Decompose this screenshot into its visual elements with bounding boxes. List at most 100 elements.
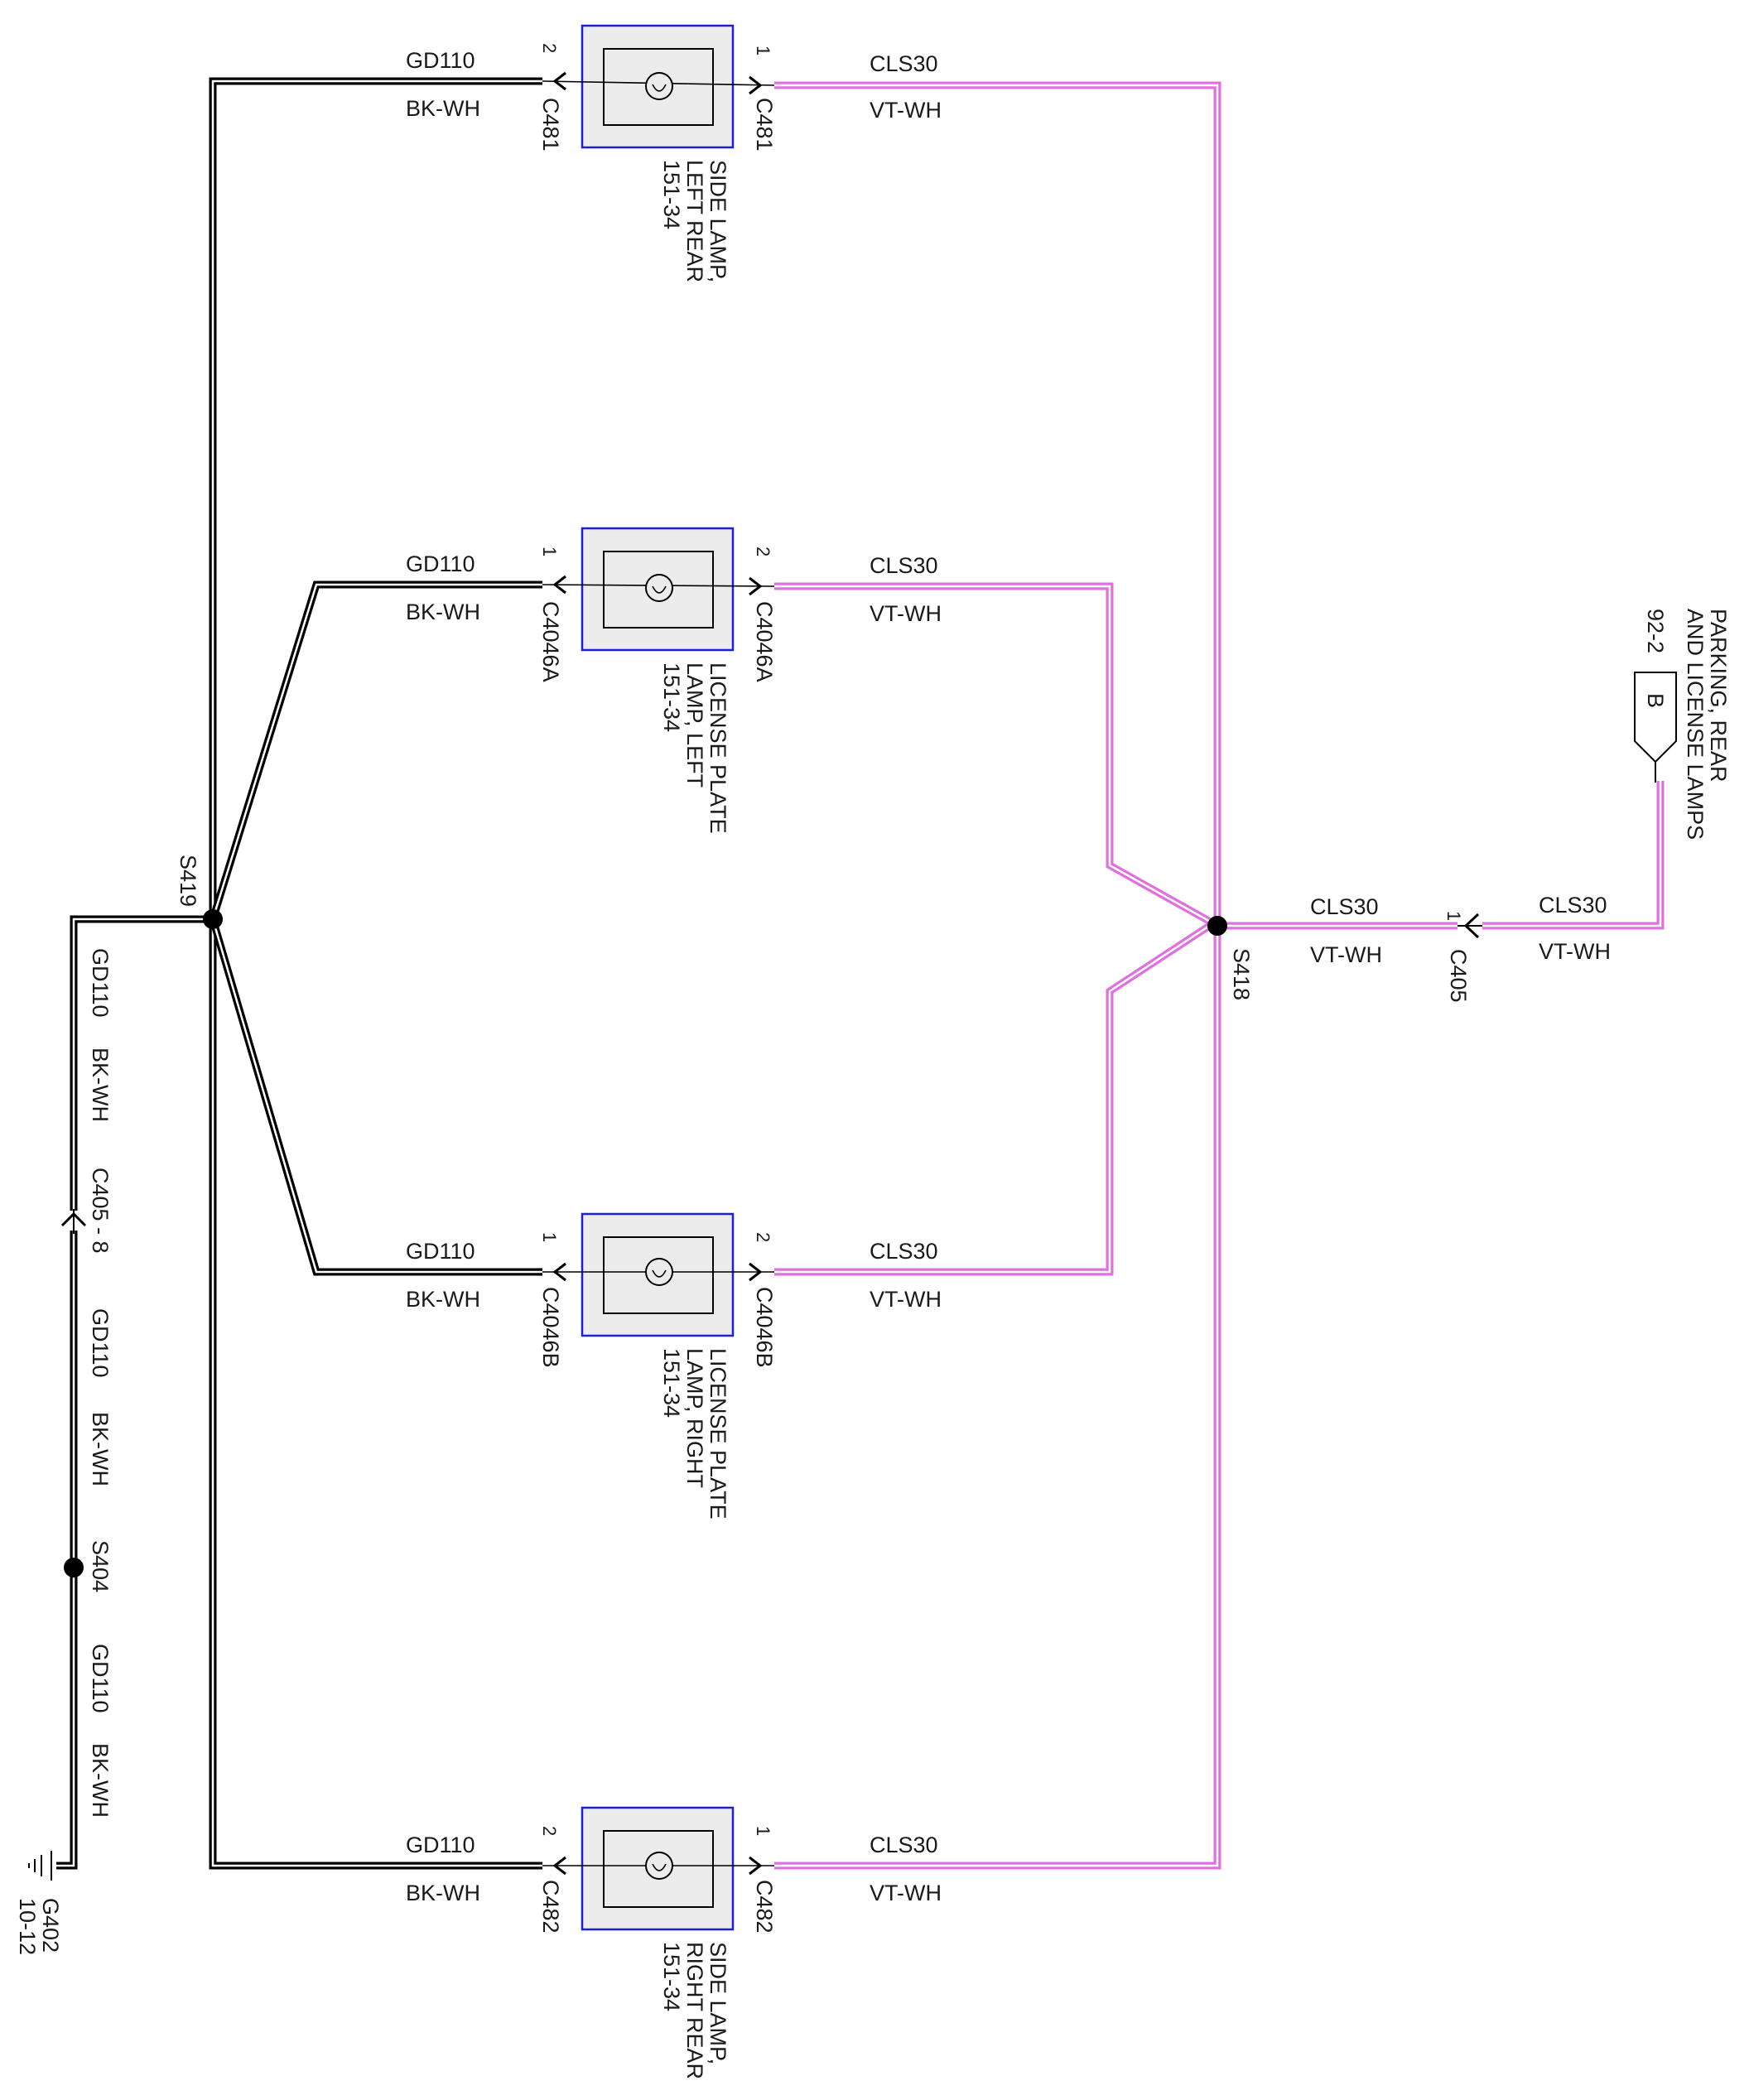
lamp-name-line-1: SIDE LAMP, (706, 160, 730, 282)
lamp-side-right-rear: 2 C482 1 C482 SIDE LAMP, RIGHT REAR 151-… (538, 1806, 777, 2079)
source-reference-line-1: PARKING, REAR (1706, 609, 1731, 783)
feed-circuit-label: CLS30 (870, 51, 938, 76)
ground-wire-main (209, 77, 542, 1870)
ground-ref-label: 10-12 (15, 1898, 40, 1955)
lamp-name-line-3: 151-34 (659, 1942, 684, 2011)
bulb-icon (645, 1258, 673, 1286)
feed-connector-label: C481 (752, 98, 777, 152)
bulb-icon (645, 72, 673, 100)
feed-connector-label: C4046B (752, 1287, 777, 1368)
bulb-filament-icon (652, 1863, 667, 1871)
feed-pin-number: 2 (753, 547, 773, 556)
lamp-name-line-2: LEFT REAR (682, 160, 707, 282)
ground-symbol-g402: G402 10-12 (15, 1851, 63, 1955)
lamp-license-plate-right: 1 C4046B 2 C4046B LICENSE PLATE LAMP, RI… (538, 1212, 777, 1520)
ground-circuit-label: GD110 (406, 551, 475, 576)
lamp-name-line-1: SIDE LAMP, (706, 1942, 730, 2064)
feed-pin-number: 1 (753, 1826, 773, 1836)
lamp-side-left-rear: 2 C481 1 C481 SIDE LAMP, LEFT REAR 151-3… (538, 24, 777, 282)
feed-pin-chevron (749, 1856, 763, 1876)
splice-s419-label: S419 (176, 855, 200, 907)
ground-pin-number: 2 (539, 1826, 560, 1836)
ground-color-label: BK-WH (406, 1287, 480, 1312)
lamp-name-line-2: LAMP, RIGHT (682, 1348, 707, 1488)
feed-pin-number: 1 (753, 46, 773, 55)
lamp-name-line-2: RIGHT REAR (682, 1942, 707, 2079)
bulb-filament-icon (652, 84, 667, 92)
feed-circuit-label: CLS30 (870, 1239, 938, 1264)
feed-color-label: VT-WH (870, 601, 942, 626)
bulb-filament-icon (652, 585, 667, 594)
source-reference-tag (1634, 672, 1677, 763)
lamp-license-plate-left: 1 C4046A 2 C4046A LICENSE PLATE LAMP, LE… (538, 527, 777, 834)
feed-wire-input (1217, 781, 1665, 930)
feed-wire-core (774, 84, 1219, 1867)
ground-wire-outer (209, 918, 542, 1276)
ground-wires (56, 77, 542, 1870)
feed-connector-label: C4046A (752, 601, 777, 682)
lamp-name-line-1: LICENSE PLATE (706, 662, 730, 834)
lamp-inner-frame (603, 1236, 714, 1314)
ground-path-color-3: BK-WH (88, 1743, 113, 1818)
feed-input-color-a: VT-WH (1310, 942, 1382, 967)
ground-pin-chevron (552, 1856, 566, 1876)
feed-color-label: VT-WH (870, 1881, 942, 1905)
ground-pin-chevron (552, 575, 566, 595)
feed-wire-side-lamps (774, 81, 1221, 1870)
feed-pin-chevron (749, 75, 763, 95)
lamp-name-line-1: LICENSE PLATE (706, 1348, 730, 1520)
ground-pin-chevron (552, 1262, 566, 1282)
lamp-name-line-3: 151-34 (659, 160, 684, 229)
feed-circuit-label: CLS30 (870, 1833, 938, 1857)
source-reference-line-2: AND LICENSE LAMPS (1683, 609, 1708, 840)
ground-wire-core (211, 583, 542, 920)
ground-pin-number: 1 (539, 1232, 560, 1242)
lamp-inner-frame (603, 1830, 714, 1908)
splice-dot (1207, 916, 1227, 936)
ground-wire-core (211, 79, 542, 1867)
ground-wire-core (211, 918, 542, 1274)
splice-dot (203, 909, 223, 929)
ground-wire-license-right (209, 918, 542, 1276)
source-reference: B PARKING, REAR AND LICENSE LAMPS 92-2 (1634, 609, 1731, 840)
ground-connector-label: C482 (538, 1880, 563, 1934)
ground-circuit-label: GD110 (406, 1833, 475, 1857)
ground-pin-number: 2 (539, 43, 560, 53)
feed-wires (774, 81, 1665, 1870)
feed-input-circuit-a: CLS30 (1310, 894, 1379, 919)
feed-wire-outer (774, 582, 1221, 1276)
c405-label: C405 (1446, 949, 1471, 1003)
ground-pin-chevron (552, 71, 566, 91)
lamp-name-line-3: 151-34 (659, 662, 684, 732)
feed-color-label: VT-WH (870, 1287, 942, 1312)
connector-chevron (1463, 913, 1480, 939)
c405-8-label: C405 - 8 (88, 1168, 113, 1254)
wire-labels: GD110 BK-WH CLS30 VT-WH GD110 BK-WH CLS3… (406, 48, 942, 1905)
connector-chevron (60, 1211, 87, 1227)
source-reference-line-3: 92-2 (1643, 609, 1668, 653)
feed-input-circuit-b: CLS30 (1539, 893, 1607, 918)
c405-feed-connector: 1 C405 (1443, 911, 1482, 1003)
ground-path-circuit-2: GD110 (88, 1308, 113, 1378)
ground-path-circuit-1: GD110 (88, 948, 113, 1018)
feed-color-label: VT-WH (870, 98, 942, 123)
ground-connector-label: C4046B (538, 1287, 563, 1368)
ground-wire-outer (56, 915, 213, 1870)
ground-wire-to-g402 (56, 915, 213, 1870)
feed-pin-chevron (749, 576, 763, 596)
c405-pin: 1 (1443, 911, 1464, 921)
splice-s404-label: S404 (88, 1540, 113, 1592)
lamp-body (581, 1806, 735, 1931)
feed-pin-chevron (749, 1262, 763, 1282)
ground-path-color-2: BK-WH (88, 1412, 113, 1486)
splice-s404: S404 (64, 1540, 113, 1592)
lamp-name-line-2: LAMP, LEFT (682, 662, 707, 788)
ground-connector-label: C4046A (538, 601, 563, 682)
splice-s418-label: S418 (1229, 948, 1254, 1000)
feed-pin-number: 2 (753, 1232, 773, 1242)
ground-color-label: BK-WH (406, 1881, 480, 1905)
ground-wire-license-left (209, 580, 542, 921)
ground-path-color-1: BK-WH (88, 1048, 113, 1122)
ground-color-label: BK-WH (406, 600, 480, 624)
